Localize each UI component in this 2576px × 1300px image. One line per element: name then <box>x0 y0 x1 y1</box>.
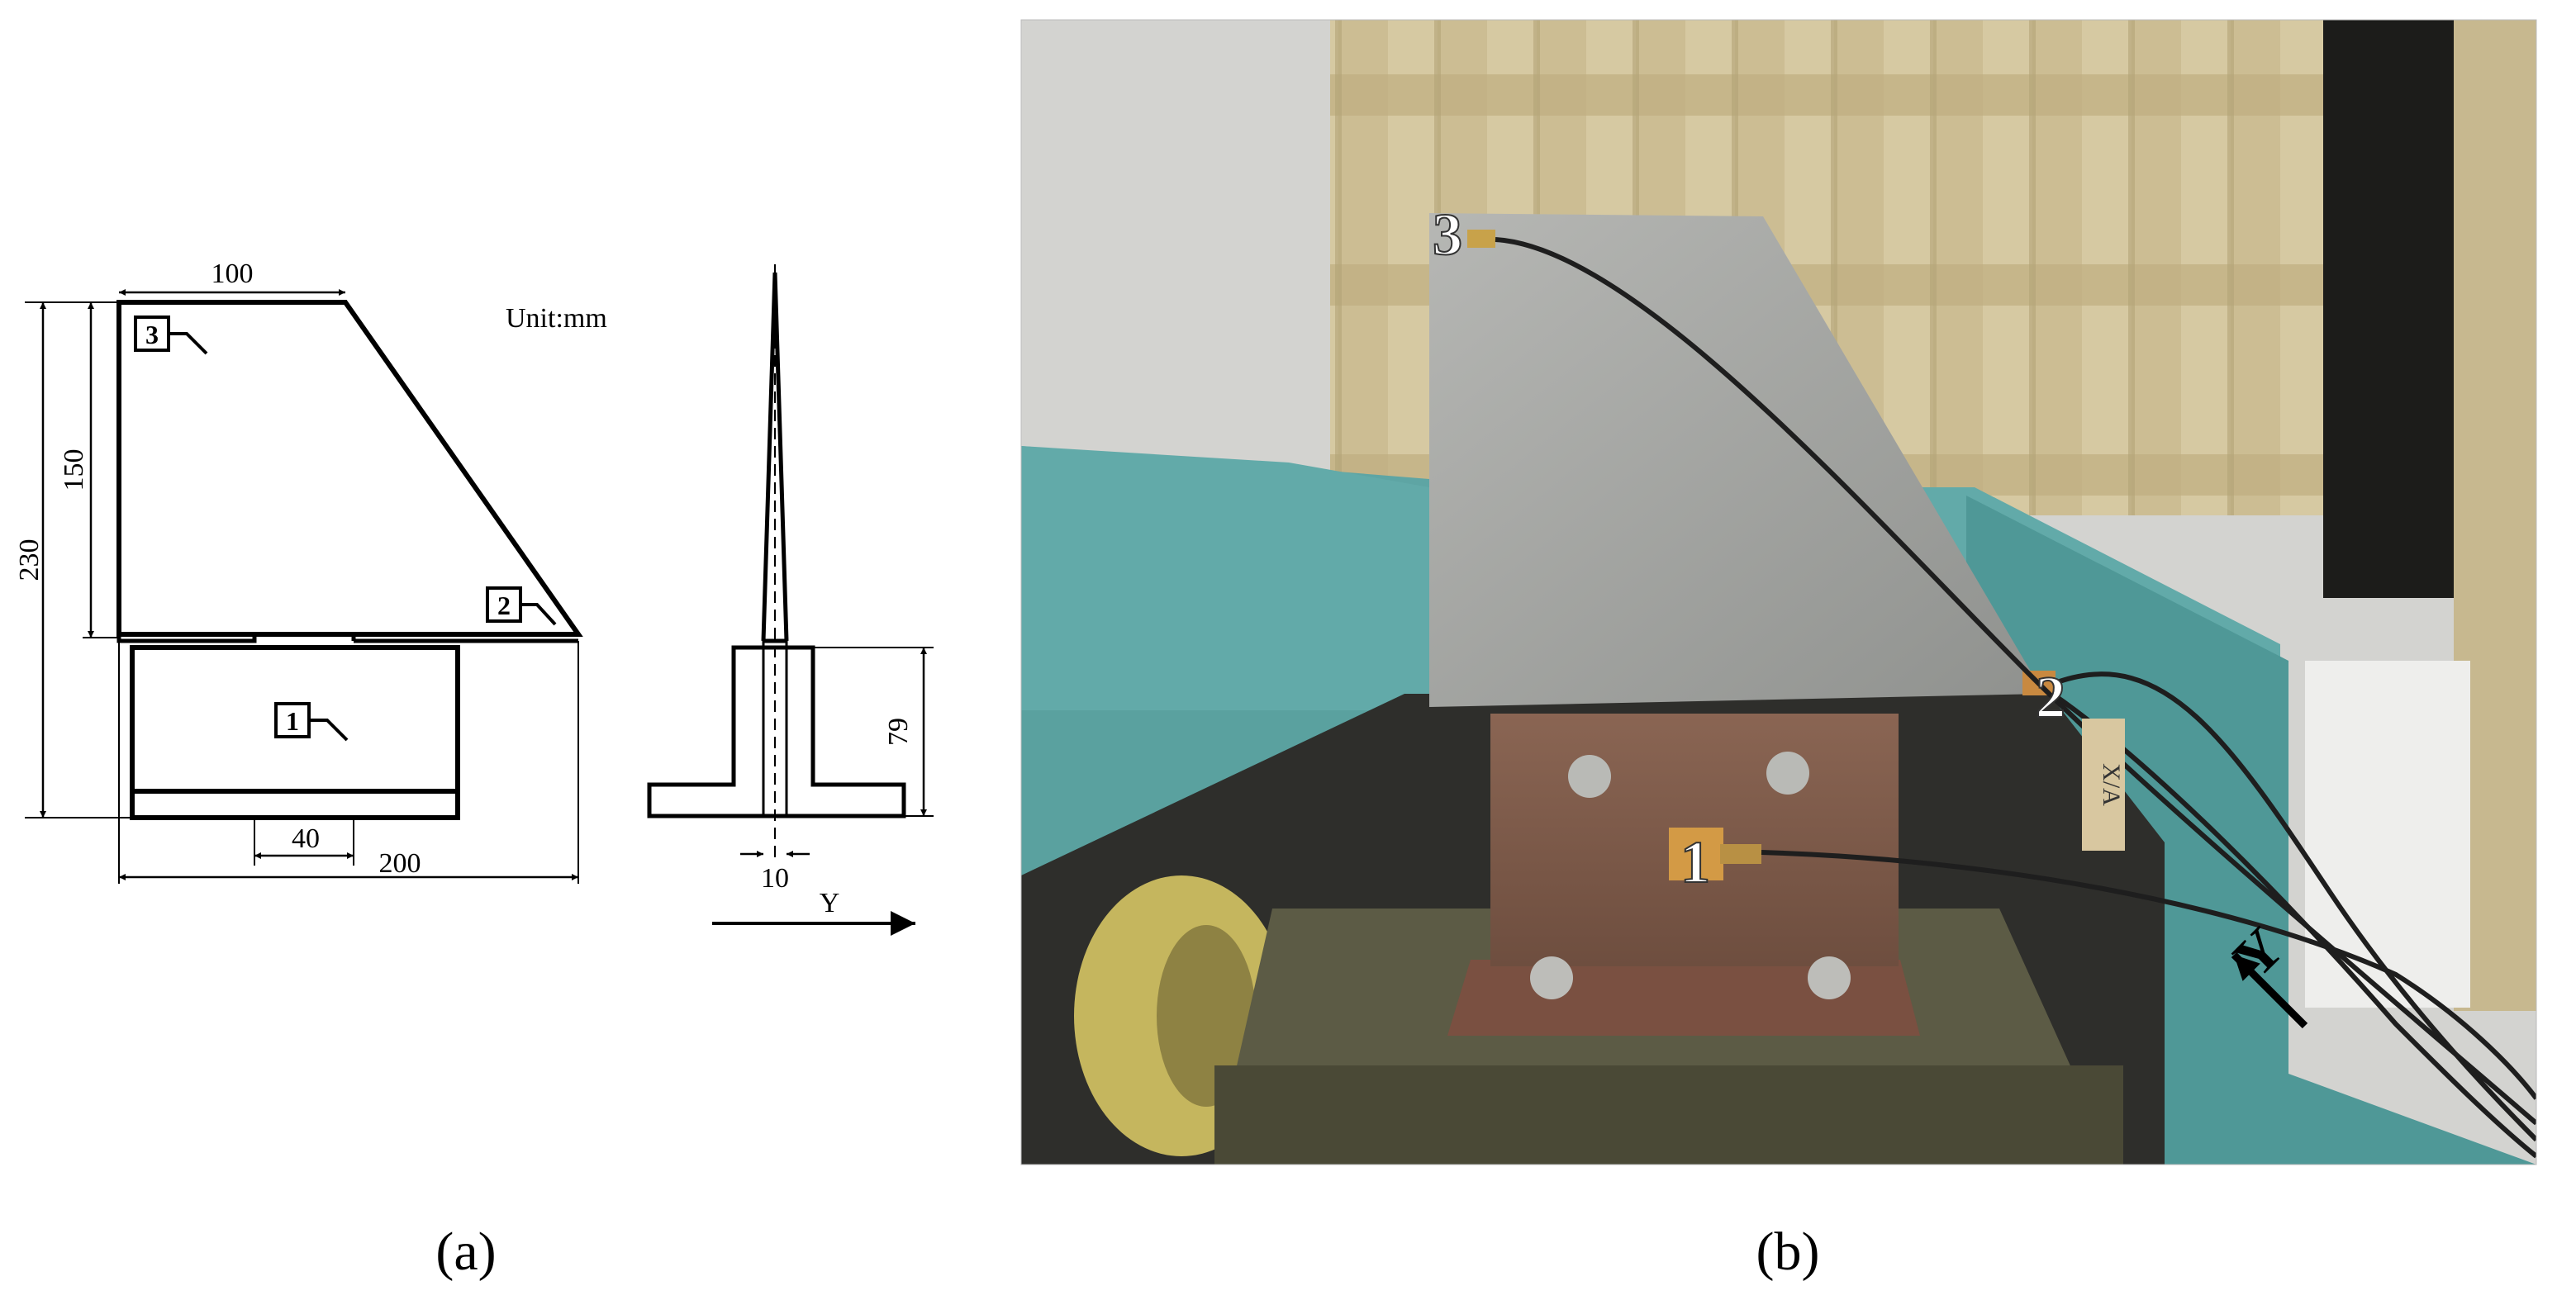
sensor-1-lead <box>309 719 349 742</box>
label-base-width: 200 <box>379 848 421 879</box>
bolt-top-left <box>1568 755 1611 798</box>
sensor-3-body <box>1467 230 1495 248</box>
panel-a-text: 100 230 150 200 40 79 10 Unit:mm Y 3 2 1 <box>14 259 914 918</box>
photo-sensor-1-label: 1 <box>1680 829 1710 895</box>
tape-strip <box>2082 719 2125 851</box>
side-view-base <box>647 645 906 818</box>
tape-text: X/A <box>2098 763 2125 806</box>
cables <box>1495 237 2536 1159</box>
root-block <box>130 645 460 820</box>
white-box <box>2305 661 2470 1008</box>
bolt-bottom-right <box>1808 956 1851 999</box>
sensor-2-number: 2 <box>497 591 511 620</box>
photo-frame <box>1020 19 2537 1165</box>
label-thickness: 10 <box>761 863 789 894</box>
blade-outline <box>116 300 583 637</box>
sensor-1-connector <box>1720 844 1761 864</box>
sensor-1-number: 1 <box>286 706 299 736</box>
sensor-1-body <box>1669 828 1723 880</box>
sensor-3-number: 3 <box>145 320 159 349</box>
label-blade-height: 150 <box>59 449 89 491</box>
sensor-2-lead <box>520 603 557 626</box>
shaker-front <box>1214 1065 2123 1165</box>
photo-sensor-2-label: 2 <box>2036 664 2065 730</box>
label-base-height: 79 <box>883 718 914 746</box>
photo-sensor-3-label: 3 <box>1433 202 1462 268</box>
panel-b-photo: X/A <box>1020 19 2537 1165</box>
label-y-axis: Y <box>820 888 840 918</box>
panel-a-drawing <box>25 264 934 936</box>
label-total-height: 230 <box>14 539 45 581</box>
label-slot-width: 40 <box>292 823 320 854</box>
right-shoulder <box>351 632 578 641</box>
yellow-component-core <box>1157 925 1256 1107</box>
bolt-bottom-left <box>1530 956 1573 999</box>
caption-panel-a: (a) <box>435 1222 497 1282</box>
bolt-top-right <box>1766 752 1809 795</box>
photo-y-arrow <box>2231 951 2308 1029</box>
label-top-width: 100 <box>211 259 254 289</box>
blade <box>1429 213 2044 707</box>
sensor-3-lead <box>169 332 208 355</box>
caption-panel-b: (b) <box>1756 1222 1820 1282</box>
unit-label: Unit:mm <box>506 303 607 334</box>
